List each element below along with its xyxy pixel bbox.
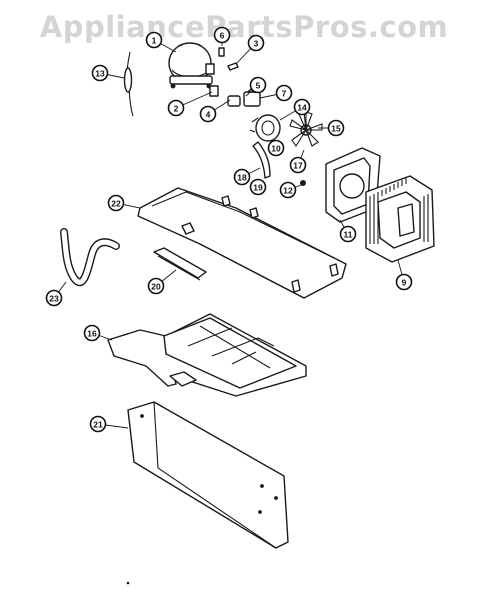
callout-circle [89,415,107,433]
callout-number: 21 [93,420,103,430]
drain-hose [60,228,120,287]
callout-19: 19 [249,178,267,196]
fan-motor [249,114,281,142]
compressor [168,42,215,89]
callout-circle [107,194,125,212]
callout-14: 14 [279,98,311,121]
stray-mark [126,581,130,585]
callout-22: 22 [107,194,141,212]
callout-circle [279,181,297,199]
callout-number: 5 [256,81,261,91]
callout-circle [233,168,251,186]
callout-6: 6 [213,26,231,46]
callout-15: 15 [318,119,345,137]
callout-9: 9 [395,259,413,291]
callout-number: 11 [344,230,353,240]
callout-circle [213,26,231,44]
callout-circle [91,64,109,82]
callout-number: 4 [206,110,211,120]
callout-number: 15 [331,124,341,134]
callout-circle [327,119,345,137]
callout-number: 10 [271,144,281,154]
callout-circle [395,273,413,291]
callout-circle [275,84,293,102]
callout-number: 6 [220,31,225,41]
callout-21: 21 [89,415,129,433]
watermark: AppliancePartsPros.com [39,10,449,44]
callout-1: 1 [145,31,177,53]
callout-circle [167,99,185,117]
callout-18: 18 [233,167,261,186]
callout-number: 22 [111,199,121,209]
callout-number: 16 [87,329,97,339]
callout-5: 5 [245,76,267,97]
callout-circle [249,178,267,196]
callout-10: 10 [267,139,285,157]
callout-20: 20 [147,269,177,295]
callout-4: 4 [199,99,231,123]
callout-number: 12 [283,186,293,196]
callout-number: 1 [152,36,157,46]
callout-number: 2 [174,104,179,114]
callout-number: 7 [282,89,287,99]
callout-16: 16 [83,324,113,342]
callout-12: 12 [279,181,305,199]
callout-number: 9 [402,278,407,288]
callout-number: 3 [254,39,259,49]
callout-number: 14 [297,103,307,113]
callout-number: 13 [95,69,105,79]
callout-circle [289,156,307,174]
base-pan [137,187,347,299]
callout-13: 13 [91,64,125,82]
callout-3: 3 [235,34,265,65]
fan-blade [289,111,323,148]
drain-channel [153,247,207,281]
drain-pan [107,313,307,397]
callout-circle [83,324,101,342]
callout-23: 23 [45,281,67,307]
drier-tube [123,51,134,117]
callout-circle [247,34,265,52]
callout-number: 19 [253,183,263,193]
callout-2: 2 [167,91,213,117]
callout-number: 23 [49,294,59,304]
callout-circle [45,289,63,307]
callout-number: 20 [151,282,161,292]
callout-number: 18 [237,173,247,183]
callout-circle [339,225,357,243]
bolt-hardware [218,47,239,71]
callout-circle [293,98,311,116]
callout-7: 7 [259,84,293,102]
callout-circle [147,277,165,295]
callout-17: 17 [289,149,307,174]
front-panel [127,401,289,549]
callout-circle [145,31,163,49]
condenser-coil [365,175,435,263]
callout-circle [267,139,285,157]
callout-circle [249,76,267,94]
callout-11: 11 [339,219,357,243]
callout-number: 17 [293,161,303,171]
callout-circle [199,105,217,123]
